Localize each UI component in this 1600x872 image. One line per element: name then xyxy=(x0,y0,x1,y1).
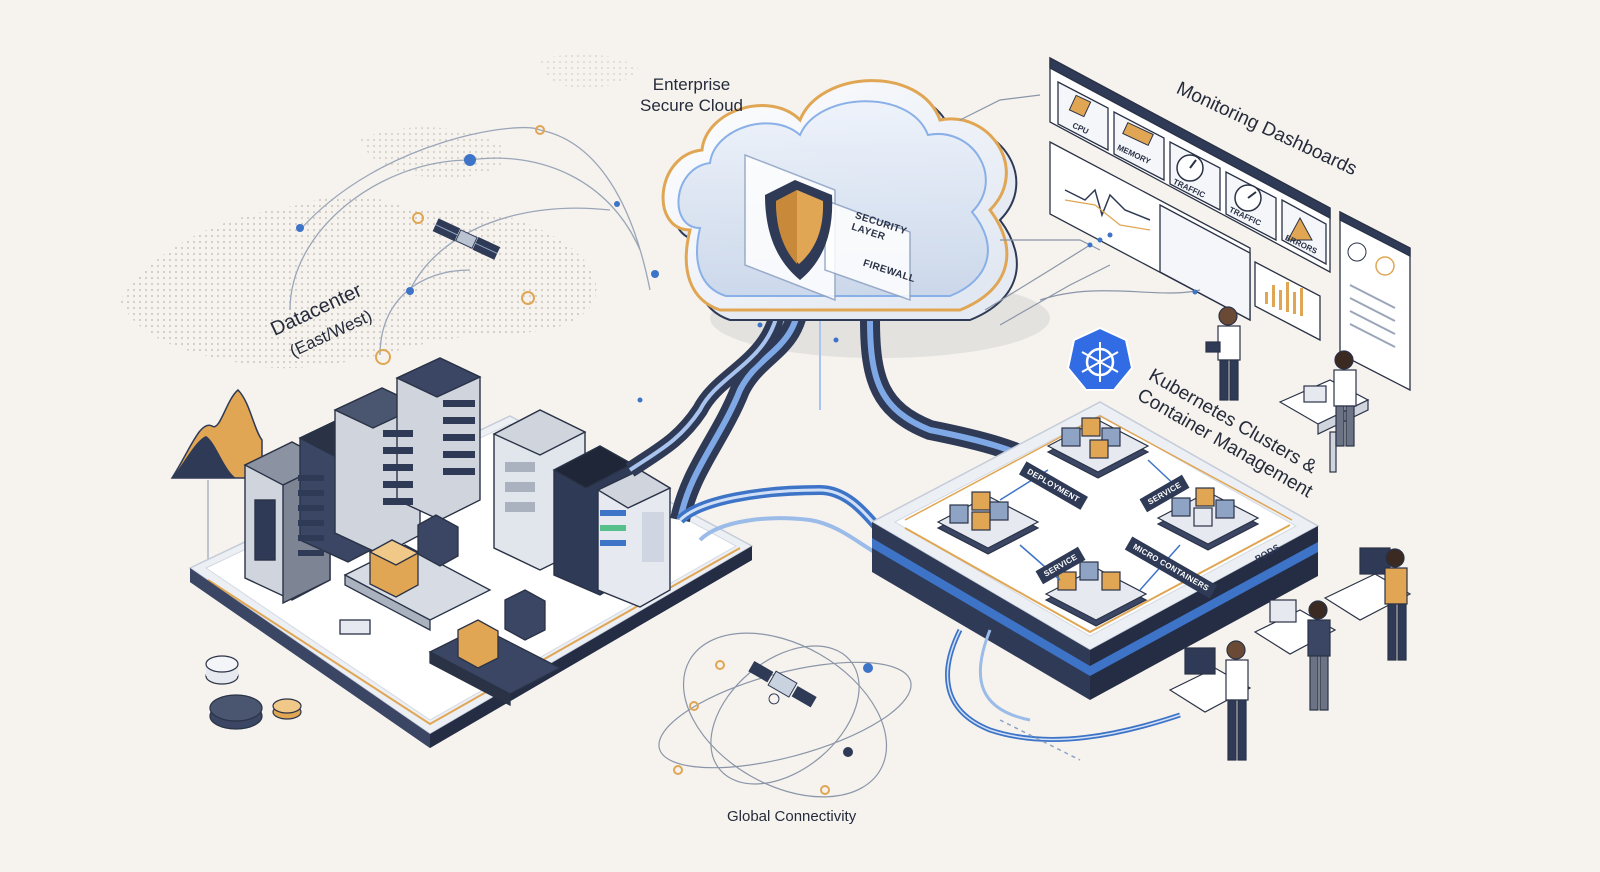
engineer-at-laptop xyxy=(1278,350,1370,473)
kubernetes-platform xyxy=(870,401,1320,700)
dashboard-connectors xyxy=(959,94,1201,326)
cloud-label: Enterprise Secure Cloud xyxy=(640,74,743,116)
orbit-nodes xyxy=(673,660,873,795)
database-icon xyxy=(205,655,302,730)
enterprise-secure-cloud xyxy=(661,79,1018,321)
cpu-chip-icon xyxy=(1068,94,1092,118)
k8s-pod-clusters xyxy=(936,417,1260,627)
dashboard-details xyxy=(1064,94,1396,348)
warning-icon xyxy=(1287,216,1313,241)
shield-icon xyxy=(765,180,833,280)
map-nodes xyxy=(296,125,659,365)
rack-slots xyxy=(298,400,664,562)
cloud-label-line1: Enterprise xyxy=(652,75,731,94)
server-racks xyxy=(243,357,672,608)
memory-icon xyxy=(1122,121,1154,147)
global-connectivity-orbits xyxy=(658,632,912,798)
kubernetes-helm-icon xyxy=(1066,326,1134,391)
global-connectivity-label: Global Connectivity xyxy=(727,808,857,825)
connector-dots xyxy=(637,232,1198,403)
engineers-at-desks xyxy=(1168,547,1412,761)
datacenter-containers xyxy=(339,514,562,707)
cloud-label-line2: Secure Cloud xyxy=(640,96,744,115)
satellite-links xyxy=(289,127,651,356)
satellite-icon xyxy=(432,218,501,260)
engineer-with-tablet xyxy=(1205,306,1241,401)
satellite-icon xyxy=(748,660,817,708)
workstation-links xyxy=(945,628,1181,761)
world-map xyxy=(120,54,640,369)
